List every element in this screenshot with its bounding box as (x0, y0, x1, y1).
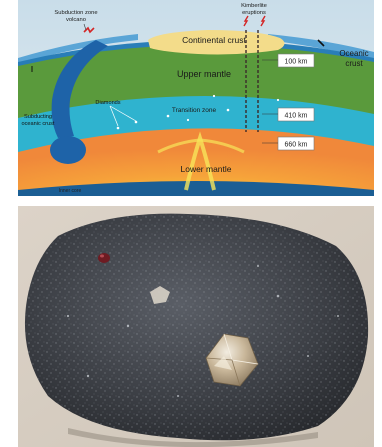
depth-label-660: 660 km (285, 142, 308, 149)
kimberlite-label-line1: Kimberlite (241, 3, 267, 9)
oceanic-crust-label-line1: Oceanic (339, 49, 368, 58)
depth-box-410: 410 km (278, 108, 314, 121)
depth-box-660: 660 km (278, 137, 314, 150)
earth-cross-section-diagram: 100 km 410 km 660 km Kimberlite eruption… (18, 0, 374, 196)
subduction-volcano-label-line2: volcano (66, 17, 86, 23)
kimberlite-rock-photo (18, 206, 374, 447)
depth-label-100: 100 km (285, 59, 308, 66)
slab-tip (50, 136, 86, 164)
kimberlite-label-line2: eruptions (242, 10, 266, 16)
subduction-volcano-label-line1: Subduction zone (54, 10, 97, 16)
subducting-crust-label-line2: oceanic crust (22, 121, 55, 127)
rock-texture (25, 214, 368, 441)
lower-mantle-label: Lower mantle (180, 164, 231, 174)
continental-crust-label: Continental crust (182, 35, 246, 45)
diamonds-label: Diamonds (95, 100, 120, 106)
subducting-crust-label-line1: Subducting (24, 114, 52, 120)
depth-label-410: 410 km (285, 113, 308, 120)
transition-zone-label: Transition zone (172, 107, 217, 114)
upper-mantle-label: Upper mantle (177, 69, 231, 79)
garnet-highlight (100, 255, 104, 258)
depth-box-100: 100 km (278, 54, 314, 67)
inner-core-label: Inner core (59, 188, 82, 194)
oceanic-crust-label-line2: crust (345, 59, 363, 68)
garnet-inclusion (98, 253, 110, 263)
